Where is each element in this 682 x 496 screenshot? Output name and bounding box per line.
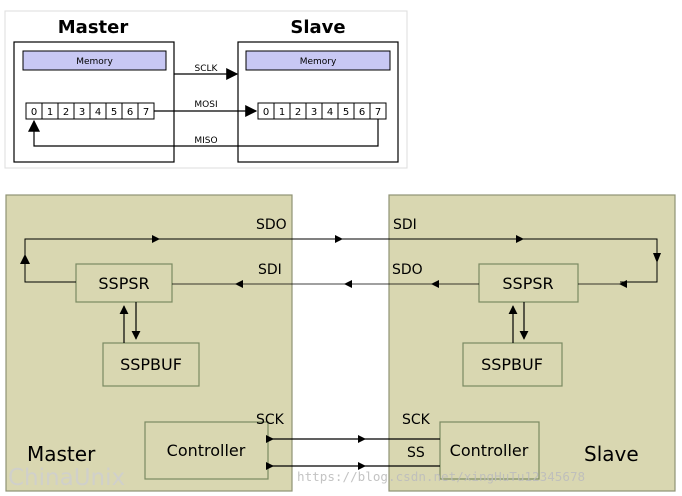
slave-sck-label: SCK — [402, 412, 431, 428]
slave-sspsr-label: SSPSR — [502, 274, 553, 293]
top-slave-bit-label: 0 — [263, 107, 269, 118]
slave-sspsr-sspbuf-link — [508, 302, 529, 343]
chinaunix-watermark: ChinaUnix — [8, 465, 125, 491]
slave-sdo-label: SDO — [392, 262, 423, 278]
top-master-bit-label: 0 — [31, 107, 37, 118]
master-sspsr-sspbuf-link — [119, 302, 141, 343]
top-slave-bit-label: 3 — [311, 107, 317, 118]
master-label: Master — [27, 442, 96, 466]
master-sspsr-label: SSPSR — [98, 274, 149, 293]
top-slave-memory — [245, 50, 391, 71]
slave-label: Slave — [584, 442, 639, 466]
mosi-label: MOSI — [194, 100, 217, 110]
slave-sspbuf-block — [462, 342, 563, 387]
top-master-bit-label: 6 — [127, 107, 133, 118]
top-slave-bit-label: 1 — [279, 107, 285, 118]
top-slave-bit-label: 4 — [327, 107, 333, 118]
slave-sspsr-block — [478, 263, 579, 303]
slave-sdi-label: SDI — [393, 217, 417, 233]
top-slave-bit-label: 5 — [343, 107, 349, 118]
top-master-title: Master — [58, 17, 129, 38]
miso-label: MISO — [194, 136, 217, 146]
top-master-bit-label: 4 — [95, 107, 101, 118]
master-sspbuf-block — [102, 342, 200, 387]
top-master-bit-label: 5 — [111, 107, 117, 118]
master-controller-label: Controller — [167, 441, 246, 460]
top-master-memory-label: Memory — [76, 57, 113, 67]
master-sck-label: SCK — [256, 412, 285, 428]
sdo-to-sdi-line — [20, 235, 661, 283]
sclk-label: SCLK — [195, 64, 219, 74]
top-master-bit-label: 1 — [47, 107, 53, 118]
top-master-memory — [22, 50, 167, 71]
master-controller-block — [144, 421, 269, 480]
slave-ss-label: SS — [407, 445, 425, 461]
master-sspbuf-label: SSPBUF — [120, 355, 182, 374]
sdi-return-line — [172, 280, 627, 288]
top-master-bit-label: 3 — [79, 107, 85, 118]
top-slave-bit-label: 7 — [375, 107, 381, 118]
top-slave-bit-label: 2 — [295, 107, 301, 118]
top-slave-bit-label: 6 — [359, 107, 365, 118]
slave-sspbuf-label: SSPBUF — [481, 355, 543, 374]
slave-controller-block — [439, 421, 540, 480]
bottom-spi-diagram: SSPSR SSPBUF Controller Master SDO SDI S… — [5, 194, 676, 492]
top-master-bit-label: 2 — [63, 107, 69, 118]
top-slave-title: Slave — [290, 17, 345, 38]
slave-controller-label: Controller — [450, 441, 529, 460]
top-slave-memory-label: Memory — [300, 57, 337, 67]
master-sspsr-block — [75, 263, 173, 303]
sck-ss-lines — [266, 435, 440, 470]
csdn-url-watermark: https://blog.csdn.net/xingHuTu12345678 — [297, 469, 585, 484]
miso-arrow — [28, 119, 379, 147]
master-sdi-label: SDI — [258, 262, 282, 278]
top-master-bit-label: 7 — [143, 107, 149, 118]
master-sdo-label: SDO — [256, 217, 287, 233]
